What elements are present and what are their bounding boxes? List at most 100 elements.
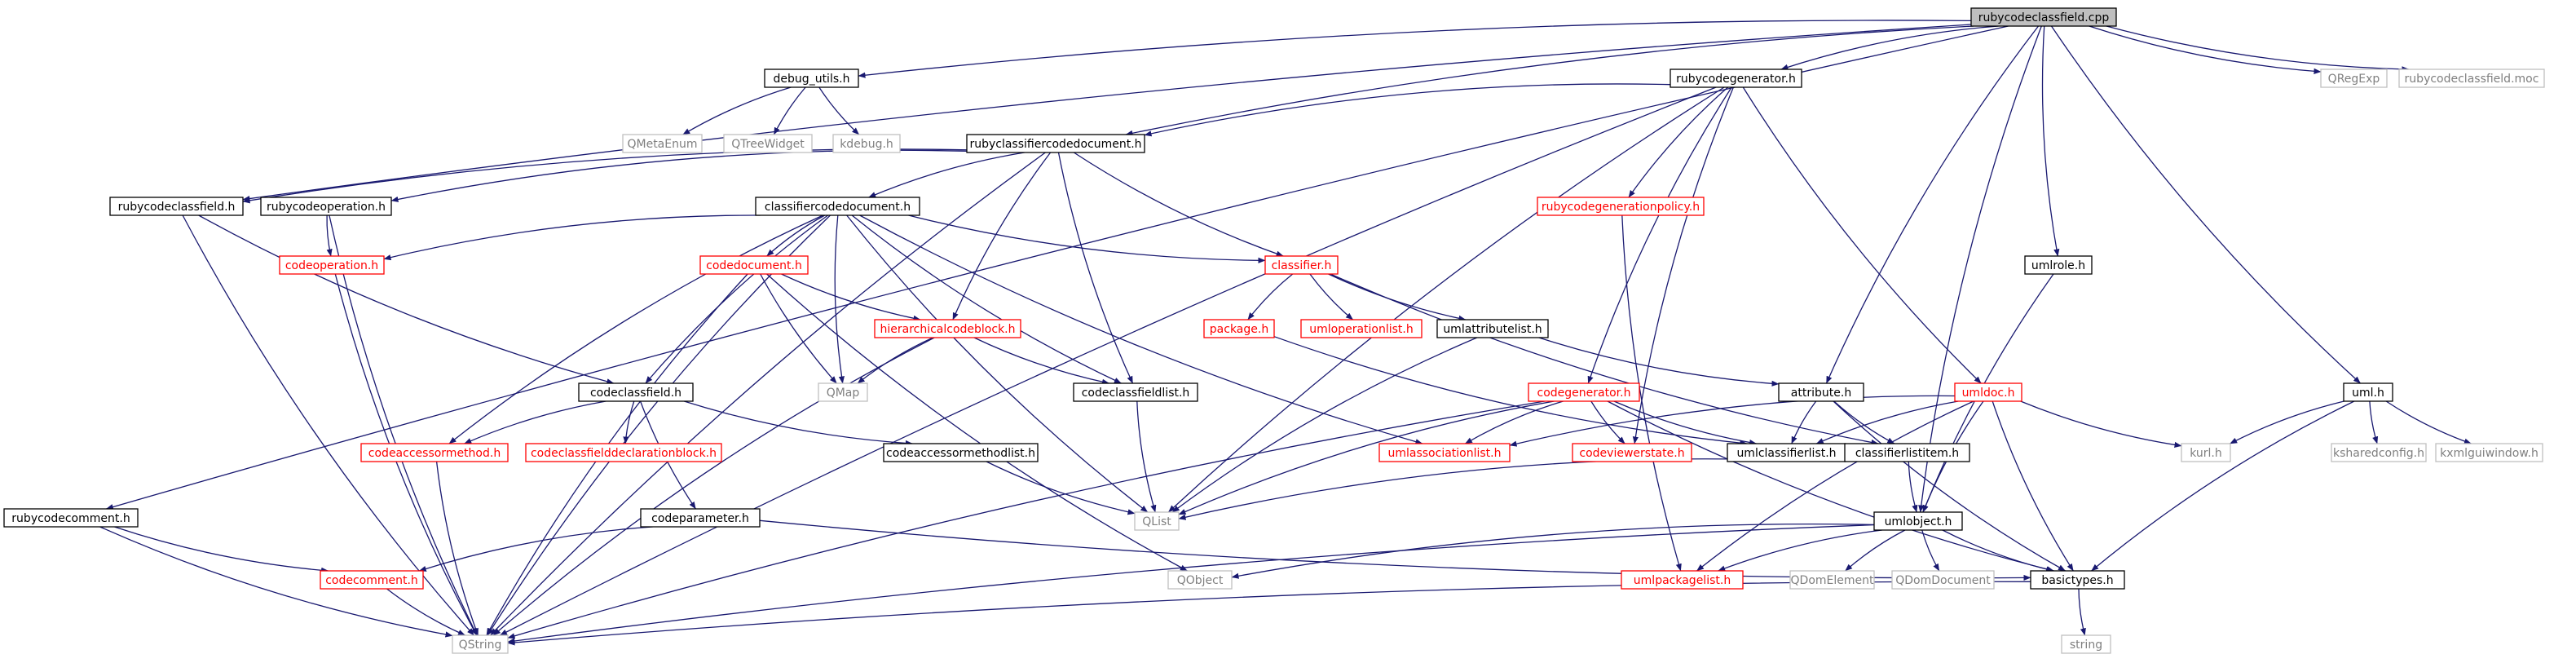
edge-classifier-to-classifierlistitem	[1330, 273, 1879, 445]
edge-rubyclassifiercodedocument-to-rubycodeclassfield_h	[242, 148, 968, 204]
node-package[interactable]: package.h	[1203, 319, 1275, 338]
node-box	[2061, 634, 2111, 654]
edge-root-to-umlrole	[2041, 25, 2060, 257]
node-box	[260, 197, 392, 216]
edge-rubycodegenerator-to-qstring	[499, 86, 1717, 636]
node-codeparameter[interactable]: codeparameter.h	[640, 508, 761, 528]
node-umldoc[interactable]: umldoc.h	[1954, 382, 2022, 402]
node-box	[755, 197, 920, 216]
edge-rubycodegenerator-to-qlist	[1167, 86, 1725, 513]
node-qtreewidget: QTreeWidget	[723, 134, 813, 153]
edge-basictypes-to-string	[2078, 588, 2086, 636]
node-box	[832, 134, 901, 153]
node-box	[1778, 382, 1864, 402]
node-classifierlistitem[interactable]: classifierlistitem.h	[1844, 443, 1970, 462]
node-classifiercodedocument[interactable]: classifiercodedocument.h	[755, 197, 920, 216]
node-box	[1970, 7, 2117, 27]
edge-rubyclassifiercodedocument-to-hierarchicalcodeblock	[952, 152, 1052, 320]
edge-package-to-umlclassifierlist	[1273, 336, 1748, 446]
edge-rubyclassifiercodedocument-to-rubycodeoperation	[390, 149, 968, 202]
node-label: basictypes.h	[2041, 574, 2113, 587]
edge-umlobject-to-basictypes	[1942, 529, 2054, 572]
node-box	[883, 443, 1039, 462]
node-label: umlpackagelist.h	[1634, 574, 1731, 587]
node-codeclassfielddeclarationblock[interactable]: codeclassfielddeclarationblock.h	[525, 443, 722, 462]
edge-rubycodeoperation-to-codeoperation	[326, 214, 333, 257]
node-codegenerator[interactable]: codegenerator.h	[1528, 382, 1640, 402]
node-codecomment[interactable]: codecomment.h	[320, 570, 424, 590]
edge-attribute-to-classifierlistitem	[1833, 400, 1895, 444]
node-rubycodegenerationpolicy[interactable]: rubycodegenerationpolicy.h	[1537, 197, 1705, 216]
edge-classifier-to-umloperationlist	[1309, 273, 1354, 320]
node-box	[1670, 69, 1802, 88]
node-codedocument[interactable]: codedocument.h	[699, 255, 809, 275]
node-basictypes[interactable]: basictypes.h	[2030, 570, 2125, 590]
node-box	[1954, 382, 2022, 402]
edge-root-to-qregexp	[2089, 25, 2322, 74]
node-box	[1789, 570, 1875, 590]
node-debug_utils[interactable]: debug_utils.h	[764, 69, 859, 88]
node-codeclassfieldlist[interactable]: codeclassfieldlist.h	[1073, 382, 1198, 402]
node-attribute[interactable]: attribute.h	[1778, 382, 1864, 402]
node-kurl: kurl.h	[2181, 443, 2231, 462]
node-umloperationlist[interactable]: umloperationlist.h	[1300, 319, 1423, 338]
node-rubycodeoperation[interactable]: rubycodeoperation.h	[260, 197, 392, 216]
node-codeclassfield[interactable]: codeclassfield.h	[578, 382, 694, 402]
edge-hierarchicalcodeblock-to-qstring	[492, 337, 935, 636]
node-rubycodeclassfield_h[interactable]: rubycodeclassfield.h	[109, 197, 244, 216]
edge-umldoc-to-umlpackagelist	[1696, 400, 1974, 572]
node-rubycodegenerator[interactable]: rubycodegenerator.h	[1670, 69, 1802, 88]
node-label: QList	[1142, 515, 1171, 528]
node-label: umlobject.h	[1885, 515, 1952, 528]
node-label: umldoc.h	[1962, 387, 2015, 400]
node-rubyclassifiercodedocument[interactable]: rubyclassifiercodedocument.h	[966, 134, 1145, 153]
node-codeaccessormethod[interactable]: codeaccessormethod.h	[360, 443, 509, 462]
edge-attribute-to-umlclassifierlist	[1791, 400, 1817, 444]
node-hierarchicalcodeblock[interactable]: hierarchicalcodeblock.h	[874, 319, 1021, 338]
node-umlattributelist[interactable]: umlattributelist.h	[1436, 319, 1549, 338]
node-box	[360, 443, 509, 462]
node-label: umlassociationlist.h	[1387, 447, 1501, 460]
edge-rubycodegenerator-to-codegenerator	[1587, 86, 1732, 384]
node-label: codeparameter.h	[651, 512, 749, 525]
node-codeaccessormethodlist[interactable]: codeaccessormethodlist.h	[883, 443, 1039, 462]
edge-codeaccessormethodlist-to-qlist	[986, 461, 1136, 515]
edge-umlobject-to-qobject	[1231, 524, 1875, 579]
node-classifier[interactable]: classifier.h	[1264, 255, 1339, 275]
edge-classifiercodedocument-to-qlist	[846, 214, 1149, 513]
edge-root-to-rubyclassifiercodedocument	[1125, 25, 1974, 136]
node-umlassociationlist[interactable]: umlassociationlist.h	[1378, 443, 1511, 462]
edge-classifiercodedocument-to-qmap	[834, 214, 845, 384]
node-label: QMetaEnum	[627, 138, 697, 151]
edge-root-to-umlobject	[1918, 25, 2042, 513]
node-label: classifiercodedocument.h	[765, 201, 911, 214]
node-label: debug_utils.h	[774, 73, 850, 86]
node-codeoperation[interactable]: codeoperation.h	[279, 255, 385, 275]
node-label: QDomElement	[1791, 574, 1874, 587]
node-label: umlrole.h	[2031, 259, 2085, 272]
node-label: codedocument.h	[706, 259, 802, 272]
node-box	[1528, 382, 1640, 402]
edge-classifiercodedocument-to-codeoperation	[383, 214, 761, 261]
edge-umlobject-to-umlpackagelist	[1718, 529, 1882, 572]
edge-debug_utils-to-qtreewidget	[773, 86, 806, 135]
node-label: codeclassfieldlist.h	[1082, 387, 1190, 400]
edge-codedocument-to-qmap	[760, 273, 837, 384]
edge-umlattributelist-to-attribute	[1538, 337, 1780, 387]
node-umlpackagelist[interactable]: umlpackagelist.h	[1621, 570, 1744, 590]
edge-rubycodeclassfield_h-to-qstring	[182, 214, 474, 636]
node-rubycodecomment[interactable]: rubycodecomment.h	[3, 508, 139, 528]
node-codeviewerstate[interactable]: codeviewerstate.h	[1572, 443, 1692, 462]
edge-rubyclassifiercodedocument-to-codeclassfieldlist	[1057, 152, 1134, 384]
edge-rubycodegenerator-to-rubycodegenerationpolicy	[1628, 86, 1729, 198]
node-umlobject[interactable]: umlobject.h	[1873, 511, 1963, 531]
node-label: kxmlguiwindow.h	[2440, 447, 2539, 460]
node-uml[interactable]: uml.h	[2343, 382, 2393, 402]
node-label: umlclassifierlist.h	[1736, 447, 1836, 460]
edge-codedocument-to-hierarchicalcodeblock	[781, 273, 921, 321]
node-root[interactable]: rubycodeclassfield.cpp	[1970, 7, 2117, 27]
node-label: rubycodecomment.h	[11, 512, 130, 525]
node-umlrole[interactable]: umlrole.h	[2024, 255, 2093, 275]
node-umlclassifierlist[interactable]: umlclassifierlist.h	[1727, 443, 1846, 462]
